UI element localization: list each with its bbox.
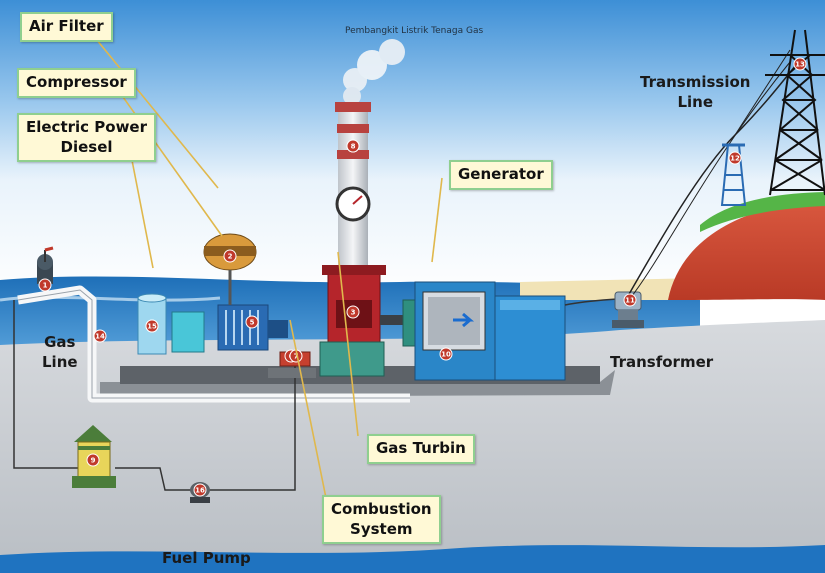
gas-valve-icon [37,246,54,284]
marker-label-9: 9 [91,457,96,465]
marker-2 [223,249,237,263]
marker-label-3: 3 [351,309,356,317]
label-electric-power-diesel-line1: Electric Power [26,118,148,136]
label-fuel-pump: Fuel Pump [162,549,251,567]
generator-icon [402,281,566,381]
marker-label-2: 2 [228,253,233,261]
marker-label-8: 8 [351,143,356,151]
diagram-title: Pembangkit Listrik Tenaga Gas [345,26,484,36]
marker-label-7: 7 [294,353,299,361]
label-electric-power-diesel: Electric Power Diesel [17,113,157,162]
label-gas-turbin: Gas Turbin [367,434,475,464]
marker-label-10: 10 [441,351,451,359]
marker-15 [145,319,159,333]
marker-8 [346,139,360,153]
label-electric-power-diesel-line2: Diesel [60,137,113,156]
marker-label-11: 11 [625,297,635,305]
marker-13 [793,57,807,71]
pressure-gauge-icon [335,186,371,222]
marker-label-15: 15 [147,323,157,331]
marker-14 [93,329,107,343]
marker-label-1: 1 [43,282,48,290]
gas-turbine-icon [319,265,386,377]
label-generator: Generator [449,160,553,190]
marker-label-13: 13 [795,61,805,69]
label-gas-line1: Gas [44,333,76,351]
label-gas-line: Gas Line [42,332,78,373]
marker-layer: 12345678910111213141516 [38,57,807,497]
marker-1 [38,278,52,292]
marker-label-14: 14 [95,333,105,341]
label-air-filter: Air Filter [20,12,113,42]
marker-5 [245,315,259,329]
label-transmission-line: Transmission Line [640,72,750,113]
label-combustion-line2: System [350,519,413,538]
marker-11 [623,293,637,307]
marker-label-5: 5 [250,319,255,327]
marker-9 [86,453,100,467]
label-transmission-line2: Line [677,93,714,112]
hill [668,200,825,300]
label-transformer: Transformer [610,353,714,371]
label-compressor: Compressor [17,68,136,98]
label-combustion-line1: Combustion [331,500,432,518]
label-combustion-system: Combustion System [322,495,441,544]
marker-10 [439,347,453,361]
label-gas-line2: Line [42,353,78,372]
marker-label-12: 12 [730,155,740,163]
small-tower-icon [720,143,747,206]
marker-label-16: 16 [195,487,205,495]
marker-16 [193,483,207,497]
label-transmission-line1: Transmission [640,73,751,91]
compressor-unit [137,293,288,355]
marker-3 [346,305,360,319]
smoke [343,39,405,105]
marker-12 [728,151,742,165]
